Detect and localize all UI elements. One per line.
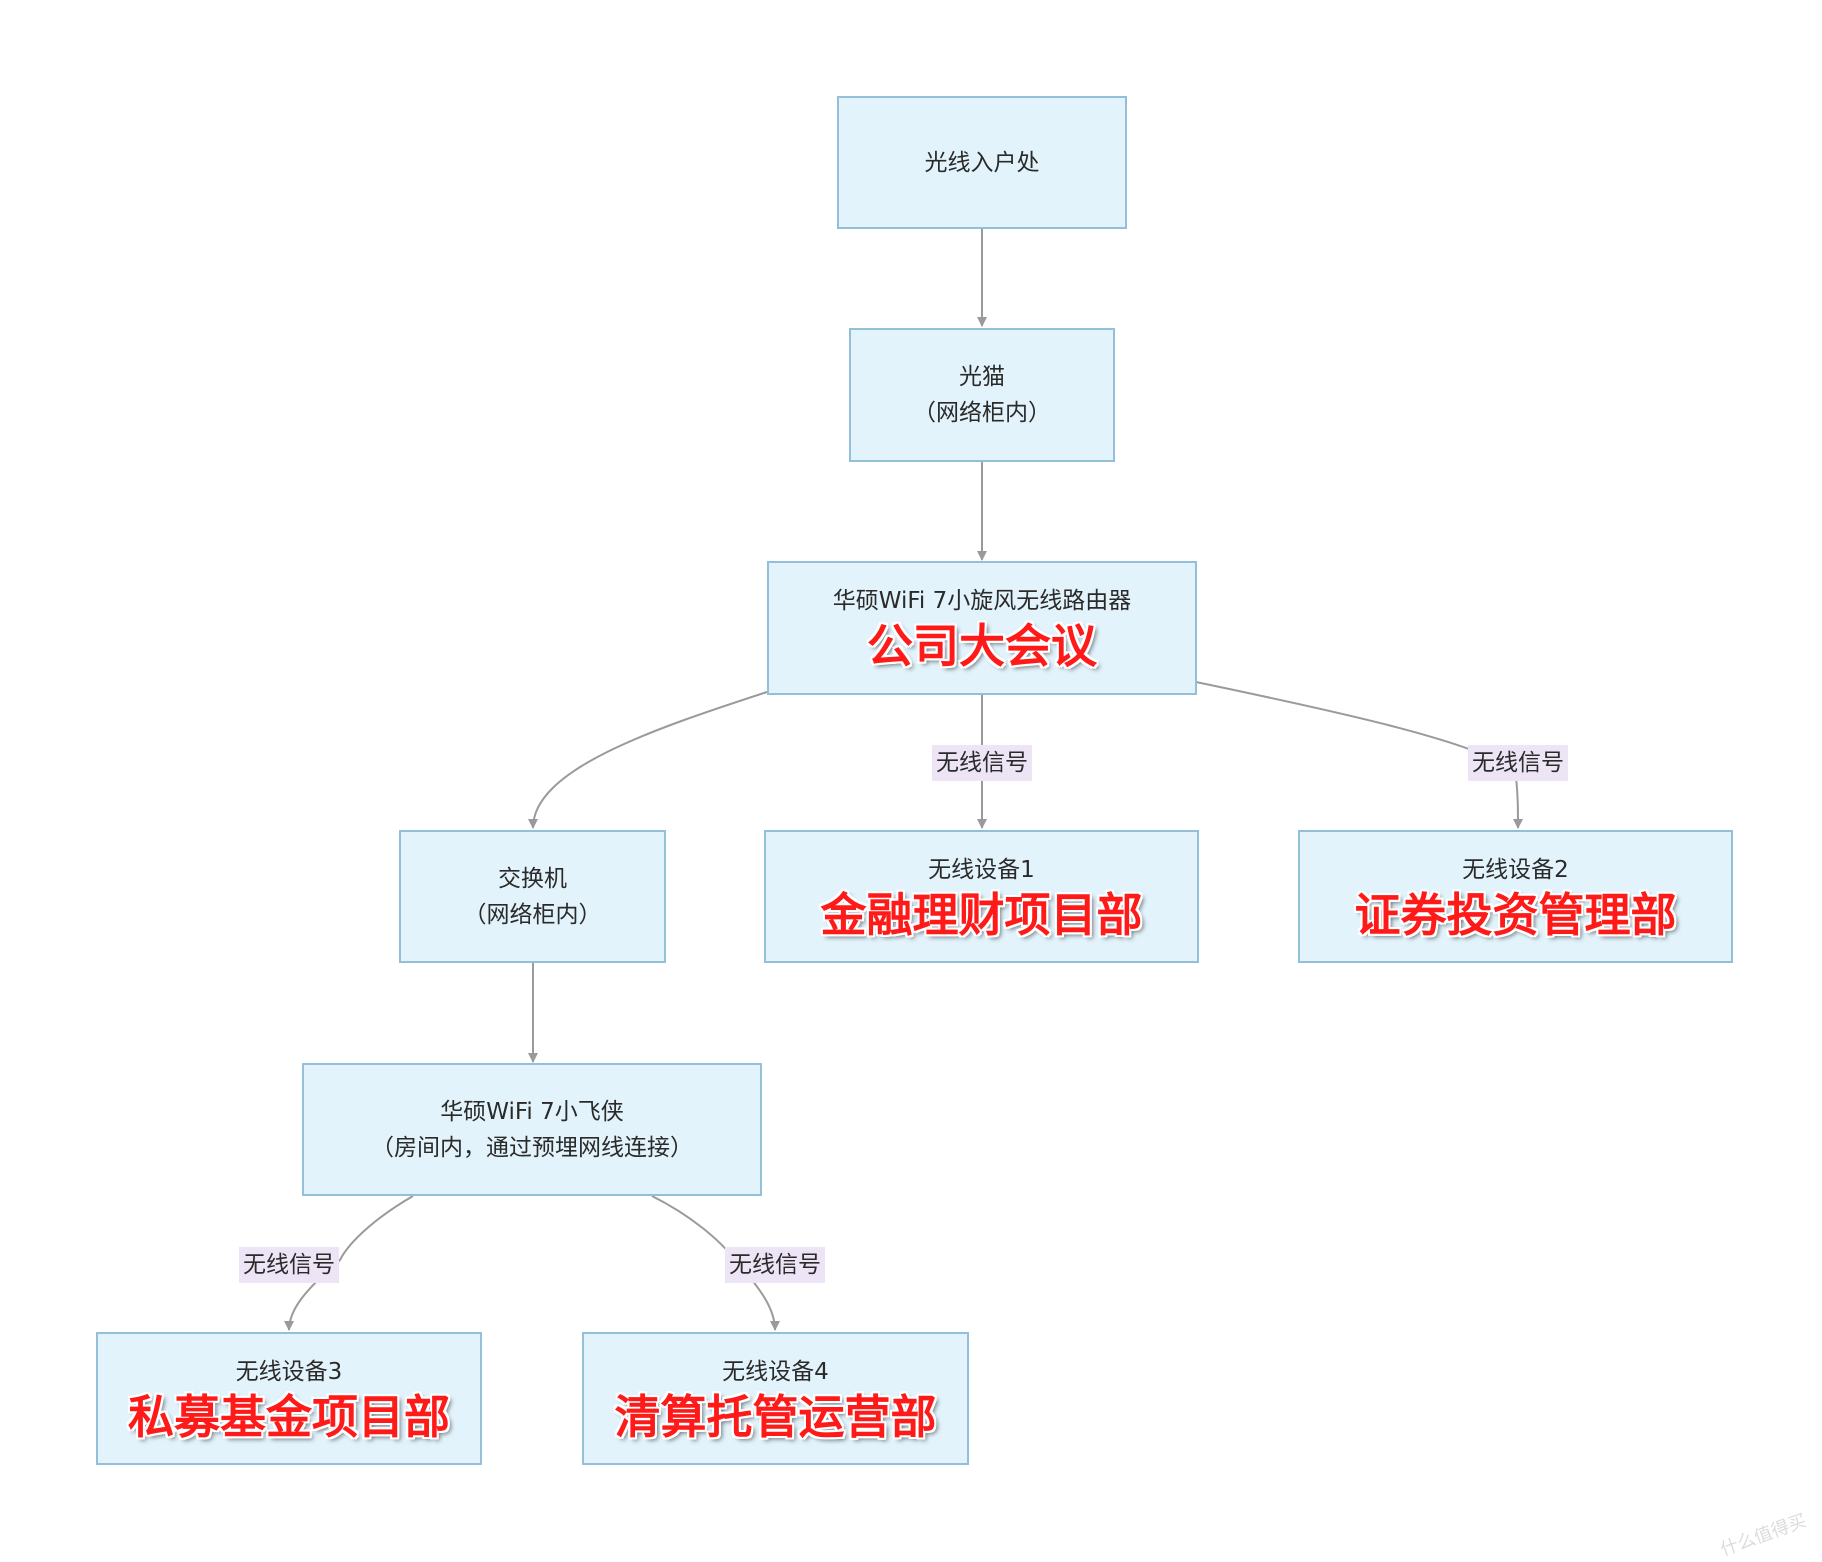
edge-router-to-switch: [528, 691, 768, 829]
node-sub-router-sublabel: （房间内，通过预埋网线连接）: [371, 1134, 693, 1161]
node-device2: 无线设备2 证券投资管理部: [1298, 830, 1733, 963]
node-device1-highlight: 金融理财项目部: [820, 887, 1143, 942]
node-device3: 无线设备3 私募基金项目部: [96, 1332, 482, 1465]
node-device3-highlight: 私募基金项目部: [128, 1389, 450, 1444]
node-switch-label: 交换机: [498, 865, 567, 892]
edge-label-subrouter-device3: 无线信号: [239, 1247, 339, 1283]
node-device3-label: 无线设备3: [235, 1358, 343, 1385]
node-device2-highlight: 证券投资管理部: [1354, 887, 1677, 942]
node-fiber-entry: 光线入户处: [837, 96, 1127, 229]
node-device1-label: 无线设备1: [928, 856, 1035, 883]
node-main-router-label: 华硕WiFi 7小旋风无线路由器: [832, 588, 1132, 614]
node-optical-modem-sublabel: （网络柜内）: [913, 400, 1051, 426]
node-device4-highlight: 清算托管运营部: [614, 1389, 937, 1444]
node-device4-label: 无线设备4: [722, 1358, 829, 1385]
node-switch-sublabel: （网络柜内）: [463, 901, 602, 928]
node-main-router-highlight: 公司大会议: [867, 619, 1097, 673]
node-fiber-entry-label: 光线入户处: [924, 149, 1040, 176]
node-optical-modem-label: 光猫: [959, 364, 1005, 390]
edge-label-router-device1: 无线信号: [932, 745, 1032, 781]
node-device4: 无线设备4 清算托管运营部: [582, 1332, 969, 1465]
node-sub-router-label: 华硕WiFi 7小飞侠: [440, 1098, 624, 1125]
edge-label-router-device2: 无线信号: [1468, 745, 1568, 781]
edge-label-subrouter-device4: 无线信号: [725, 1247, 825, 1283]
node-switch: 交换机 （网络柜内）: [399, 830, 666, 963]
edge-subrouter-to-device3: [284, 1195, 414, 1331]
node-device2-label: 无线设备2: [1462, 856, 1569, 883]
node-main-router: 华硕WiFi 7小旋风无线路由器 公司大会议: [767, 561, 1197, 695]
node-optical-modem: 光猫 （网络柜内）: [849, 328, 1115, 462]
node-sub-router: 华硕WiFi 7小飞侠 （房间内，通过预埋网线连接）: [302, 1063, 762, 1196]
node-device1: 无线设备1 金融理财项目部: [764, 830, 1199, 963]
